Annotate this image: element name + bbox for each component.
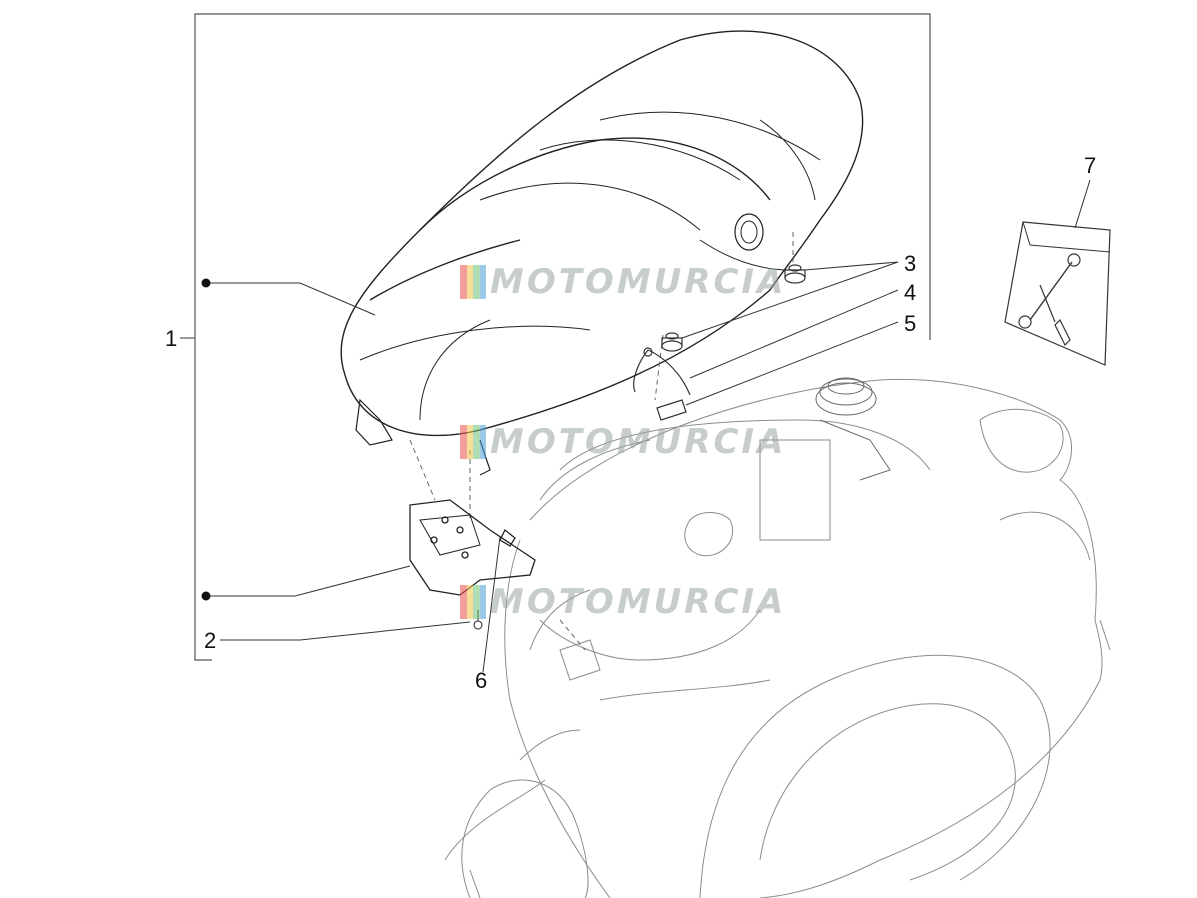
anchor-dots [201,278,211,601]
fuel-cap [815,377,891,481]
callout-4: 4 [904,280,917,305]
group-bracket [180,13,931,661]
watermark-flag-icon [460,265,486,299]
watermark-text: MOTOMURCIA [490,422,787,462]
tool-kit-bag [1004,221,1111,366]
watermark-2: MOTOMURCIA [460,422,786,462]
release-cable [633,347,691,396]
scooter-body [444,378,1111,898]
watermark-1: MOTOMURCIA [460,262,786,302]
callout-1: 1 [165,326,178,351]
watermark-flag-icon [460,585,486,619]
hinge-bracket [409,499,536,596]
callout-6: 6 [475,668,488,693]
leader-lines [206,179,1091,673]
callout-2: 2 [204,628,217,653]
watermark-3: MOTOMURCIA [460,582,786,622]
callout-7: 7 [1084,153,1097,178]
rubber-buffers [661,264,806,352]
watermark-text: MOTOMURCIA [490,262,787,302]
storage-compartment [559,439,831,681]
watermark-text: MOTOMURCIA [490,582,787,622]
clip [656,399,687,421]
watermark-flag-icon [460,425,486,459]
callout-3: 3 [904,251,917,276]
callout-5: 5 [904,311,917,336]
seat [340,30,864,476]
